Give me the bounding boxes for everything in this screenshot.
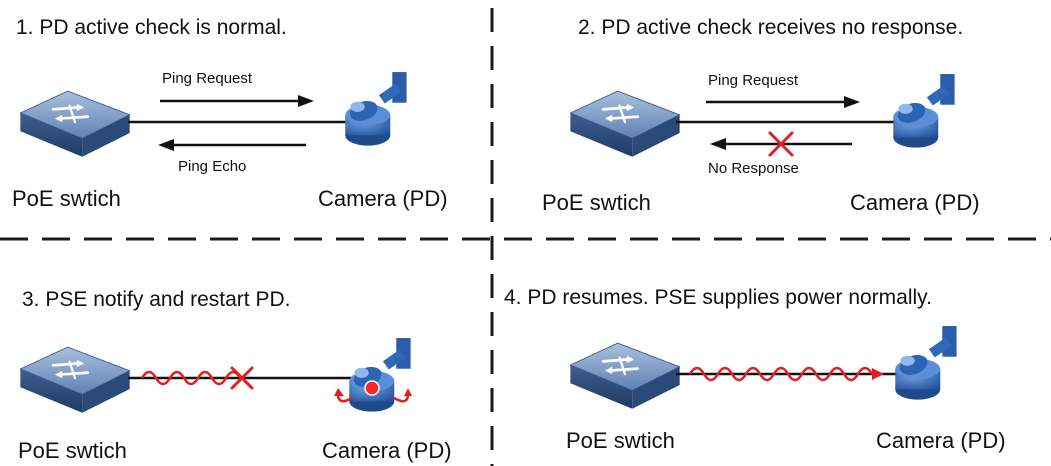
- ip-camera-icon: [345, 72, 407, 146]
- switch-label: PoE swtich: [12, 186, 121, 211]
- panel-2: [570, 74, 955, 159]
- poe-switch-icon: [20, 345, 130, 415]
- ip-camera-icon: [895, 326, 957, 400]
- panel-2-title: 2. PD active check receives no response.: [578, 16, 964, 39]
- camera-label: Camera (PD): [322, 438, 452, 463]
- poe-switch-icon: [20, 89, 130, 159]
- x-mark-icon: [768, 131, 794, 157]
- ping-echo-label: Ping Echo: [178, 158, 247, 175]
- switch-label: PoE swtich: [566, 428, 675, 453]
- ping-request-arrow: [160, 95, 314, 107]
- switch-label: PoE swtich: [18, 438, 127, 463]
- ping-request-arrow: [706, 96, 860, 108]
- panel-4: [570, 326, 957, 411]
- power-wave-icon: [688, 366, 874, 382]
- x-mark-icon: [230, 366, 254, 390]
- camera-label: Camera (PD): [318, 186, 448, 211]
- poe-switch-icon: [570, 89, 680, 159]
- panel-3-title: 3. PSE notify and restart PD.: [22, 288, 291, 311]
- switch-label: PoE swtich: [542, 190, 651, 215]
- panel-3: [20, 338, 412, 415]
- no-response-arrow: [710, 138, 852, 150]
- panel-4-title: 4. PD resumes. PSE supplies power normal…: [504, 286, 932, 309]
- ping-request-label: Ping Request: [708, 72, 799, 89]
- camera-label: Camera (PD): [876, 428, 1006, 453]
- ping-request-label: Ping Request: [162, 70, 253, 87]
- restart-arrows: [334, 388, 412, 403]
- power-arrowhead: [872, 368, 884, 380]
- ip-camera-icon: [893, 74, 955, 148]
- power-wave-icon: [140, 370, 242, 386]
- restart-indicator: [364, 380, 380, 396]
- panel-1-title: 1. PD active check is normal.: [16, 16, 287, 39]
- panel-1: [20, 72, 407, 159]
- no-response-label: No Response: [708, 160, 799, 177]
- ping-echo-arrow: [158, 139, 306, 151]
- camera-label: Camera (PD): [850, 190, 980, 215]
- poe-switch-icon: [570, 341, 680, 411]
